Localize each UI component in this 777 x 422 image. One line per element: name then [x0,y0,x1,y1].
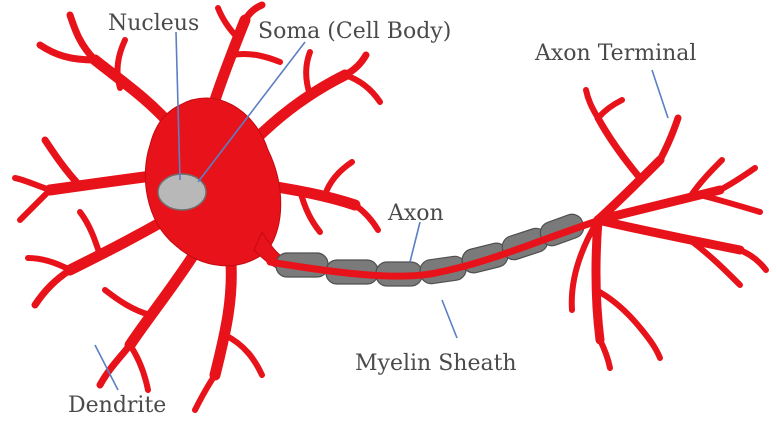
myelin-sheath-label: Myelin Sheath [355,351,517,376]
axon-terminal-label: Axon Terminal [534,41,696,66]
nucleus [157,173,207,211]
axon-label: Axon [387,201,444,226]
leader-lines [94,31,669,391]
axon-terminal-branches [568,87,769,371]
nucleus-label: Nucleus [108,11,199,36]
axon-core [266,216,604,280]
soma-label: Soma (Cell Body) [258,19,451,44]
dendrite-label: Dendrite [68,393,166,418]
dendrites [12,1,383,413]
